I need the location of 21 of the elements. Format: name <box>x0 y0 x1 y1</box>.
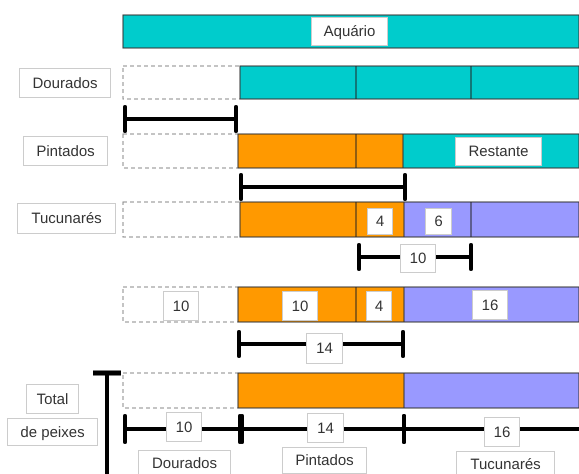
value-label: 16 <box>484 417 520 447</box>
value-label: 4 <box>366 291 392 321</box>
value-label: 14 <box>307 413 344 443</box>
value-label: 14 <box>306 333 343 364</box>
total-label: Total <box>26 384 79 414</box>
row-label: Pintados <box>23 136 108 166</box>
value-label: 16 <box>472 290 508 320</box>
bar-label: Aquário <box>311 17 388 46</box>
category-label: Dourados <box>138 450 231 474</box>
total-label: de peixes <box>7 418 98 446</box>
value-label: 6 <box>425 208 452 235</box>
row-label: Tucunarés <box>17 203 116 234</box>
category-label: Tucunarés <box>456 451 555 474</box>
value-label: 10 <box>166 412 202 442</box>
value-label: 10 <box>163 291 199 321</box>
value-label: 4 <box>367 208 393 235</box>
category-label: Pintados <box>282 447 367 474</box>
value-label: 10 <box>400 244 436 273</box>
value-label: 10 <box>282 291 318 321</box>
bar-label: Restante <box>455 137 542 166</box>
row-label: Dourados <box>19 68 111 98</box>
